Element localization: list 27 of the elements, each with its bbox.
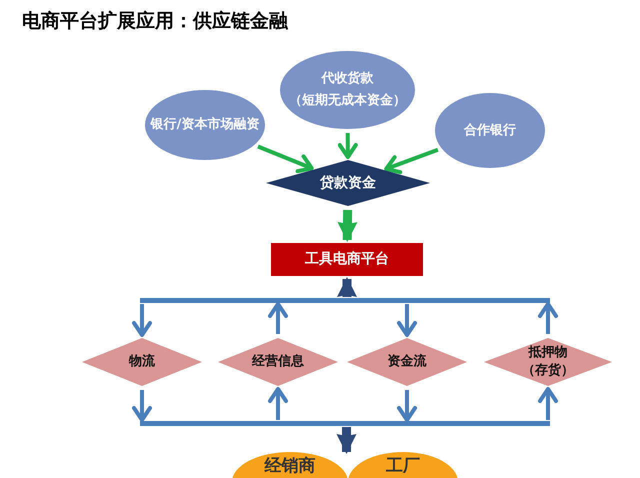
title: 电商平台扩展应用：供应链金融 [22,9,288,34]
node-label: 资金流 [388,353,426,371]
arrow [538,302,558,334]
node-label: 经营信息 [252,353,304,371]
node-label: 物流 [129,353,155,371]
arrow [337,277,357,297]
arrow [538,387,558,420]
node-label: 合作银行 [464,122,516,140]
arrow [132,304,152,337]
node-label: （短期无成本资金） [289,92,406,110]
node-label: 抵押物（存货） [521,344,575,380]
arrow [132,390,152,422]
arrow [338,132,358,160]
arrow [397,304,417,337]
node-label: 代收货款 [322,70,374,88]
arrow [384,148,439,174]
arrow [257,144,314,174]
arrow [397,390,417,422]
arrow [268,387,288,420]
node-label: 贷款资金 [320,174,376,192]
node-label: 工具电商平台 [305,250,389,269]
node-label: 银行/资本市场融资 [150,116,260,134]
node-label: 工厂 [386,455,420,478]
node-label: 经销商 [264,455,316,478]
arrow [268,302,288,334]
arrow [336,427,356,454]
arrow [338,210,358,242]
